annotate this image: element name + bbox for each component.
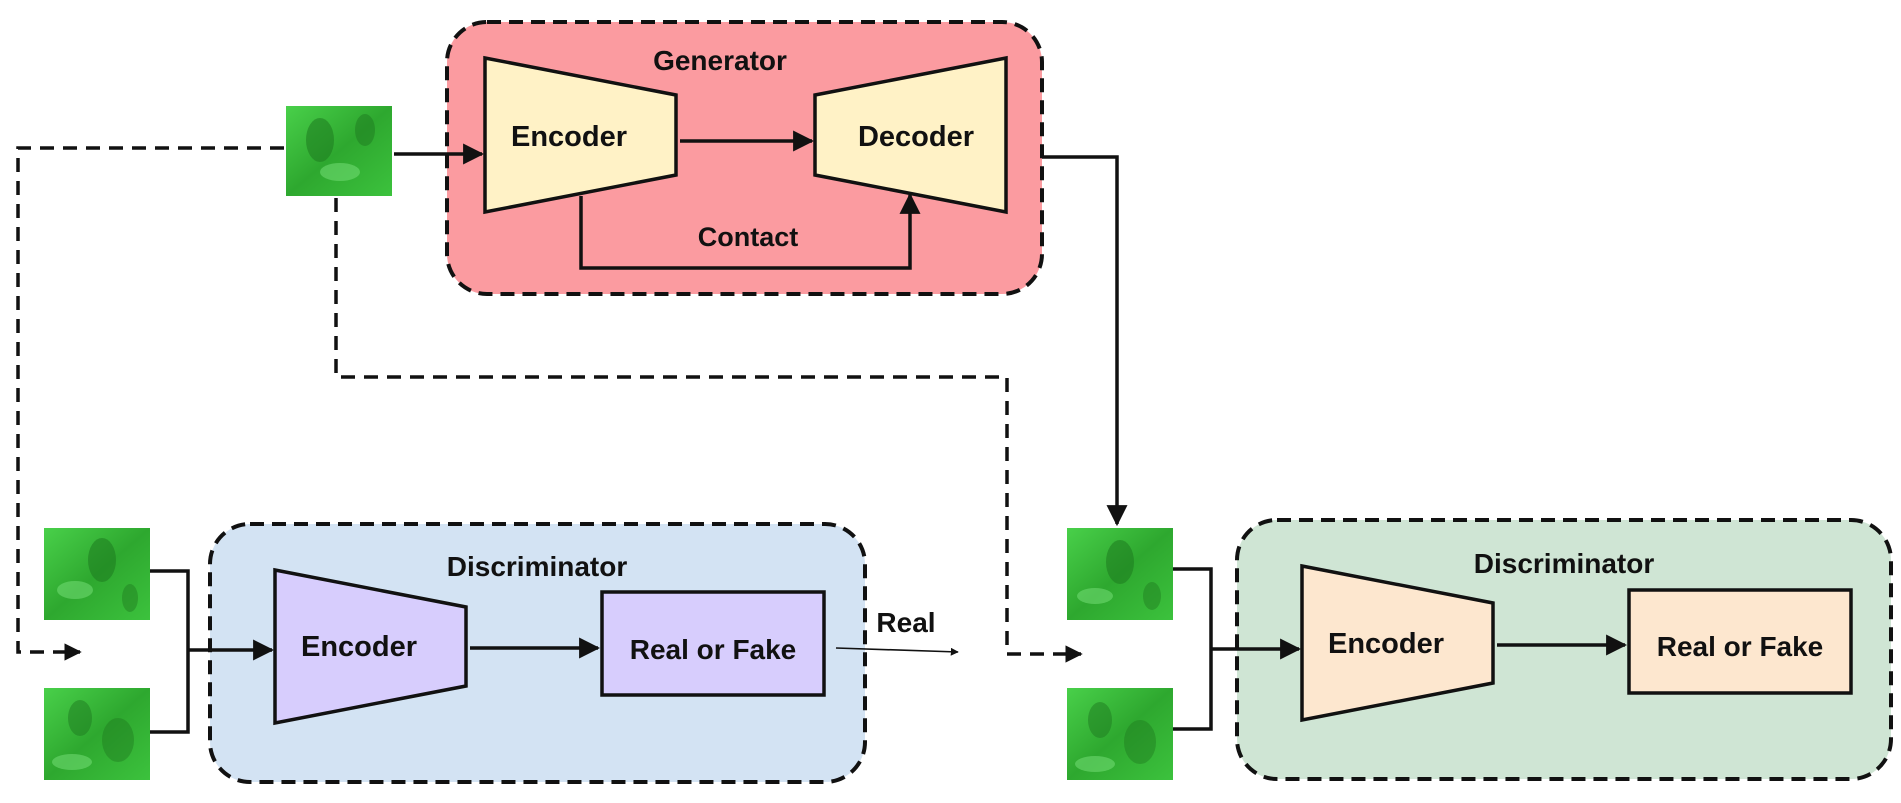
discriminator-right-encoder-label: Encoder — [1328, 628, 1444, 660]
generator-output-arrow — [1042, 155, 1128, 527]
generator-encoder-label: Encoder — [511, 121, 627, 153]
dashed-input-to-right-disc — [334, 198, 1083, 663]
dashed-input-to-left-disc — [16, 146, 284, 661]
discriminator-left-group: Discriminator Encoder Real or Fake — [208, 522, 867, 784]
image-patch-left-top — [44, 528, 150, 620]
right-pair-bracket — [1173, 567, 1213, 731]
generator-group: Generator Encoder Decoder Contact — [445, 20, 1044, 296]
skip-connection-arrow — [579, 192, 921, 270]
discriminator-right-output-label: Real or Fake — [1657, 631, 1824, 662]
discriminator-right-output-block — [1627, 588, 1853, 695]
image-patch-right-top — [1067, 528, 1173, 620]
image-patch-right-bottom — [1067, 688, 1173, 780]
real-arrow — [835, 647, 959, 656]
generator-decoder-block — [813, 55, 1008, 215]
discriminator-right-title: Discriminator — [1474, 548, 1655, 579]
discriminator-left-output-label: Real or Fake — [630, 634, 797, 665]
generator-title: Generator — [653, 45, 787, 76]
discriminator-left-title: Discriminator — [447, 551, 628, 582]
discriminator-left-output-block — [600, 590, 826, 697]
generator-decoder-label: Decoder — [858, 121, 974, 153]
discriminator-right-encoder-block — [1300, 563, 1495, 723]
real-label: Real — [876, 607, 935, 638]
left-pair-bracket — [150, 569, 190, 734]
discriminator-left-encoder-block — [273, 567, 468, 726]
image-patch-input — [286, 106, 392, 196]
discriminator-right-group: Discriminator Encoder Real or Fake — [1235, 518, 1893, 781]
image-patch-left-bottom — [44, 688, 150, 780]
generator-encoder-block — [483, 55, 678, 215]
discriminator-left-encoder-label: Encoder — [301, 631, 417, 663]
skip-connection-label: Contact — [698, 222, 799, 252]
